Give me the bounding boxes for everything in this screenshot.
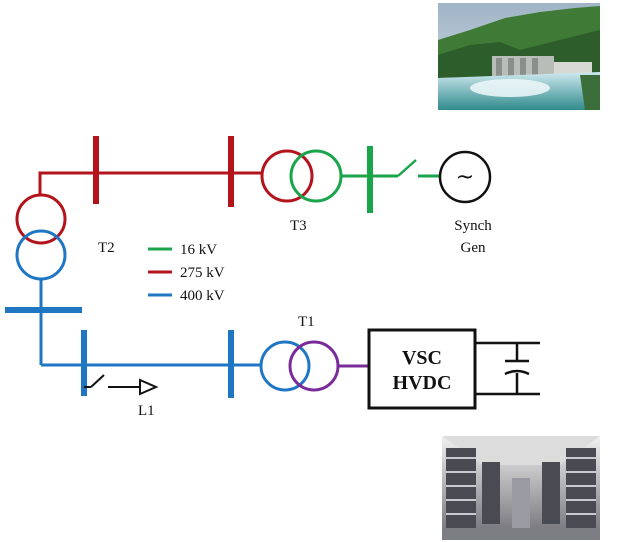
transformer-t1 bbox=[259, 340, 340, 392]
t2-label: T2 bbox=[98, 240, 115, 256]
legend-label: 275 kV bbox=[180, 265, 225, 281]
voltage-legend: 16 kV 275 kV 400 kV bbox=[148, 242, 225, 304]
t3-label: T3 bbox=[290, 218, 307, 234]
hydro-dam-photo bbox=[438, 3, 600, 110]
t1-label: T1 bbox=[298, 314, 315, 330]
vsc-hvdc-converter: VSC HVDC bbox=[367, 328, 477, 410]
vsc-label: VSC bbox=[402, 347, 442, 369]
synch-gen-icon: ~ bbox=[438, 150, 492, 204]
legend-label: 400 kV bbox=[180, 288, 225, 304]
dc-capacitor-icon bbox=[475, 341, 540, 396]
transformer-t2 bbox=[15, 193, 67, 281]
legend-item-275kv: 275 kV bbox=[148, 265, 225, 281]
line-275kv bbox=[38, 136, 262, 207]
line-400kv bbox=[5, 279, 262, 398]
load-arrow-icon bbox=[139, 378, 159, 396]
load-l1 bbox=[84, 374, 159, 396]
legend-label: 16 kV bbox=[180, 242, 217, 258]
legend-item-400kv: 400 kV bbox=[148, 288, 225, 304]
synch-gen-label-line2: Gen bbox=[461, 240, 486, 256]
hvdc-valve-hall-photo bbox=[442, 436, 600, 540]
legend-item-16kv: 16 kV bbox=[148, 242, 217, 258]
transformer-t3 bbox=[260, 149, 343, 203]
hvdc-label: HVDC bbox=[393, 372, 452, 394]
synch-gen-label: Synch bbox=[454, 218, 492, 234]
l1-label: L1 bbox=[138, 403, 155, 419]
generator-symbol: ~ bbox=[456, 165, 474, 190]
line-16kv bbox=[341, 146, 439, 213]
